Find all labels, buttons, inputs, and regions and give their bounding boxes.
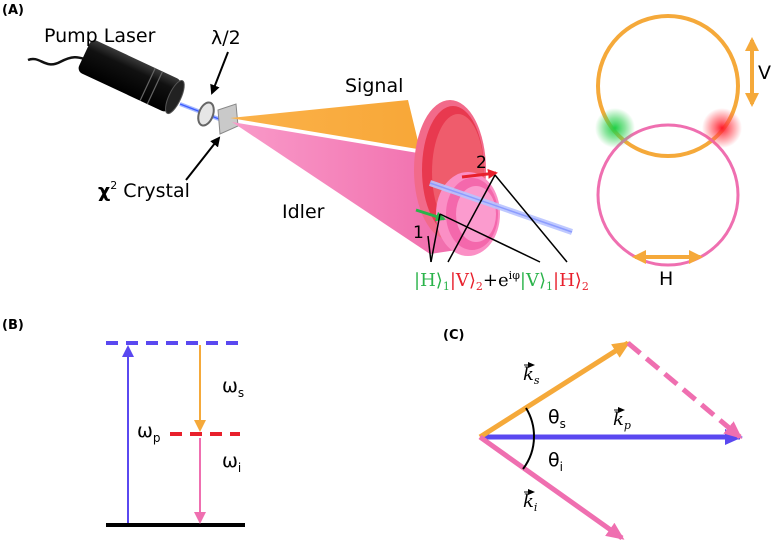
k-p-label: kp: [613, 407, 631, 432]
state-V1: V: [525, 270, 540, 291]
v-label: V: [758, 62, 771, 84]
panel-b-label: (B): [2, 318, 24, 333]
theta-s-arc: [525, 407, 536, 438]
chi2-crystal: [217, 103, 239, 135]
omega-s-label: ωs: [222, 375, 244, 400]
svg-text:ki: ki: [523, 491, 537, 514]
theta-s-label: θs: [548, 406, 566, 431]
laser-cable: [27, 56, 89, 66]
k-i-translated: [626, 341, 743, 439]
state-connector-lines: [427, 174, 568, 263]
idler-label: Idler: [282, 201, 325, 223]
state-H2: H: [559, 270, 575, 291]
k-i-label: ki: [523, 489, 537, 514]
entangled-state: |H⟩1|V⟩2+eiφ|V⟩1|H⟩2: [414, 269, 589, 293]
signal-label: Signal: [345, 75, 403, 97]
theta-i-label: θi: [548, 449, 563, 474]
svg-text:ks: ks: [523, 364, 540, 387]
panel-c-label: (C): [443, 328, 464, 343]
half-wave-plate-label: λ/2: [211, 27, 241, 49]
idler-ring: [596, 123, 740, 267]
omega-p-label: ωp: [137, 420, 161, 445]
red-overlap-spot: [702, 108, 742, 148]
idler-cone: [232, 122, 470, 254]
half-wave-plate: [197, 101, 215, 127]
photon-arrow-2: [461, 168, 498, 179]
k-i-vector: [478, 434, 625, 541]
h-label: H: [659, 268, 673, 290]
crystal-label: χ2 Crystal: [98, 179, 190, 202]
svg-text:kp: kp: [613, 409, 631, 432]
theta-i-arc: [522, 436, 535, 470]
pump-laser-device: [78, 40, 185, 115]
k-s-vector: [478, 340, 631, 440]
k-s-label: ks: [523, 362, 540, 387]
crystal-pointer: [185, 136, 221, 181]
omega-i-label: ωi: [222, 450, 241, 475]
signal-cone: [230, 100, 460, 232]
pump-laser-label: Pump Laser: [44, 25, 156, 47]
state-H1: H: [420, 270, 436, 291]
state-V2: V: [455, 270, 470, 291]
panel-a-label: (A): [2, 3, 24, 18]
green-overlap-spot: [595, 108, 635, 148]
beam-label-1: 1: [413, 223, 424, 243]
hwp-pointer: [210, 51, 229, 95]
signal-ring: [596, 14, 740, 158]
beam-label-2: 2: [476, 153, 487, 173]
